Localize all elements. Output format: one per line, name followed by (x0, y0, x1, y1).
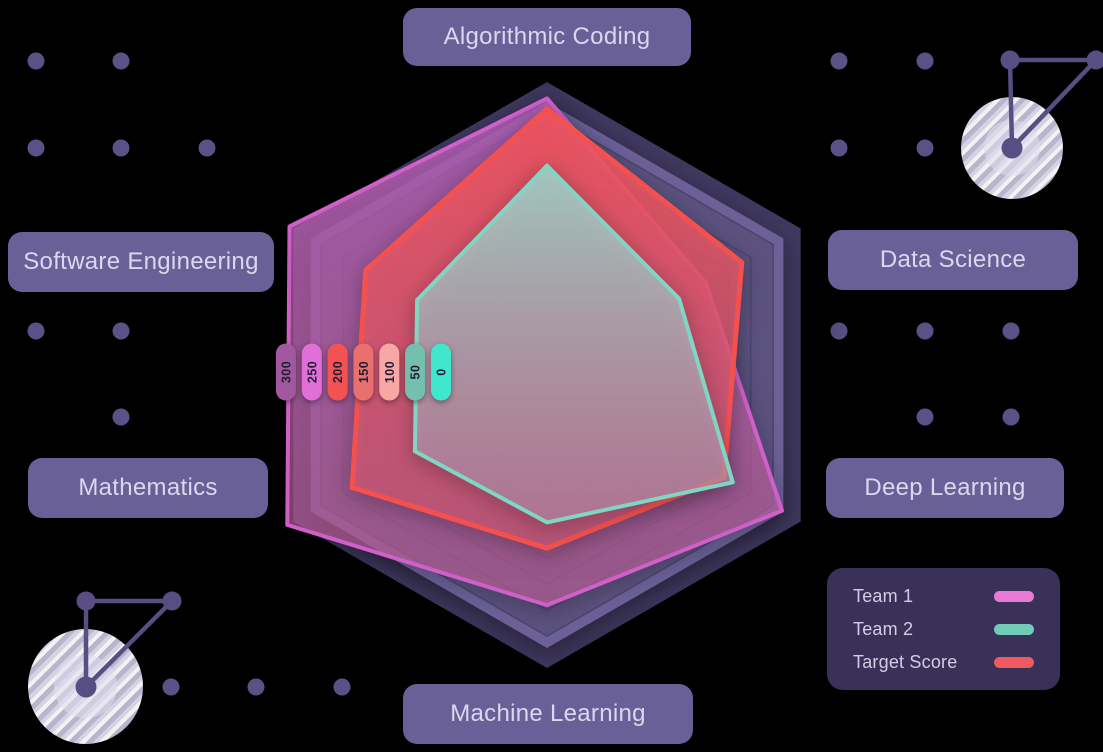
background-grid-dot (830, 322, 848, 340)
axis-label-data-science: Data Science (828, 230, 1078, 290)
tick-pill-bg (301, 343, 322, 401)
legend-label: Target Score (853, 651, 958, 672)
legend-label: Team 1 (853, 585, 914, 606)
series-polygon-team-2 (412, 163, 735, 525)
radar-plot (285, 82, 801, 668)
legend-swatch-team-2 (994, 623, 1034, 635)
radial-tick-pills: 300 250 200 150 100 50 0 (275, 343, 451, 401)
tick-pill-bg (379, 343, 400, 401)
legend-label: Team 2 (853, 618, 914, 639)
legend-item-target-score: Target Score (853, 652, 1034, 673)
tick-label: 0 (435, 368, 449, 375)
background-grid-dot (27, 52, 45, 70)
decor-layer (27, 50, 1103, 698)
background-grid-dot (112, 139, 130, 157)
tick-label: 50 (409, 365, 423, 380)
decor-line (1010, 58, 1098, 150)
background-grid-dot (830, 139, 848, 157)
tick-pill-200: 200 (327, 343, 348, 401)
tick-label: 300 (279, 361, 293, 383)
background-grid-dot (27, 139, 45, 157)
tick-label: 200 (331, 361, 345, 383)
axis-label-algorithmic-coding: Algorithmic Coding (403, 8, 691, 66)
tick-pill-300: 300 (275, 343, 296, 401)
tick-pill-100: 100 (379, 343, 400, 401)
background-grid-dot (1002, 408, 1020, 426)
legend-item-team-2: Team 2 (853, 619, 1034, 640)
tick-pill-bg (405, 343, 426, 401)
axis-label-software-engineering: Software Engineering (8, 232, 274, 292)
background-grid-dot (198, 139, 216, 157)
tick-pill-250: 250 (301, 343, 322, 401)
decor-center-dot (75, 676, 97, 698)
background-grid-dot (112, 322, 130, 340)
tick-pill-bg (353, 343, 374, 401)
tick-pill-bg (275, 343, 296, 401)
axis-label-deep-learning: Deep Learning (826, 458, 1064, 518)
decor-line (84, 599, 174, 689)
background-grid-dot (1002, 322, 1020, 340)
background-grid-dot (333, 678, 351, 696)
decor-node-dot (162, 591, 182, 611)
tick-pill-bg (431, 343, 451, 401)
tick-pill-bg (327, 343, 348, 401)
tick-label: 250 (305, 361, 319, 383)
decor-line (1007, 59, 1015, 149)
background-grid-dot (247, 678, 265, 696)
background-grid-dot (162, 678, 180, 696)
decor-node-dot (76, 591, 96, 611)
tick-label: 100 (383, 361, 397, 383)
background-grid-dot (112, 408, 130, 426)
legend-swatch-team-1 (994, 590, 1034, 602)
background-grid-dot (916, 52, 934, 70)
decor-node-dot (1000, 50, 1020, 70)
legend-item-team-1: Team 1 (853, 586, 1034, 607)
background-grid-dot (916, 408, 934, 426)
chart-legend: Team 1 Team 2 Target Score (827, 568, 1060, 690)
axis-label-mathematics: Mathematics (28, 458, 268, 518)
decor-node-dot (1086, 50, 1103, 70)
legend-swatch-target-score (994, 656, 1034, 668)
tick-pill-50: 50 (405, 343, 426, 401)
decor-center-dot (1001, 137, 1023, 159)
background-grid-dot (916, 322, 934, 340)
background-grid-dot (916, 139, 934, 157)
axis-label-machine-learning: Machine Learning (403, 684, 693, 744)
background-grid-dot (27, 322, 45, 340)
tick-pill-150: 150 (353, 343, 374, 401)
background-grid-dot (112, 52, 130, 70)
background-grid-dot (830, 52, 848, 70)
tick-label: 150 (357, 361, 371, 383)
tick-pill-0: 0 (431, 343, 451, 401)
